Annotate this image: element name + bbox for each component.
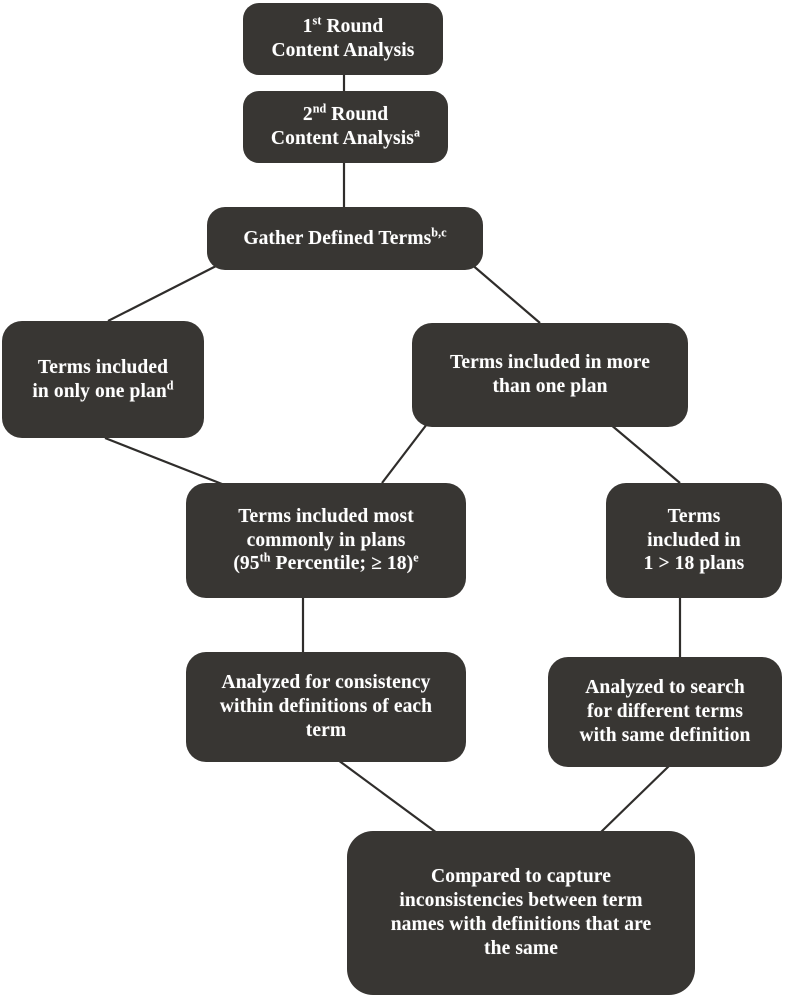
footnote-marker: a (413, 125, 421, 140)
footnote-marker: e (413, 550, 419, 565)
footnote-marker: d (166, 378, 174, 392)
superscript-ordinal: th (259, 550, 271, 565)
edge-n9-n10 (599, 764, 671, 834)
edge-n3-n5 (469, 262, 541, 324)
superscript-ordinal: st (312, 13, 322, 28)
footnote-marker: b,c (431, 225, 447, 240)
node-label: Gather Defined Termsb,c (243, 225, 447, 249)
edge-n3-n4 (107, 262, 223, 322)
node-gather-defined-terms[interactable]: Gather Defined Termsb,c (207, 207, 483, 270)
edge-n5-n7 (609, 423, 681, 484)
superscript-ordinal: nd (312, 101, 327, 116)
edge-n8-n10 (337, 759, 438, 834)
edge-n5-n6 (381, 423, 428, 484)
